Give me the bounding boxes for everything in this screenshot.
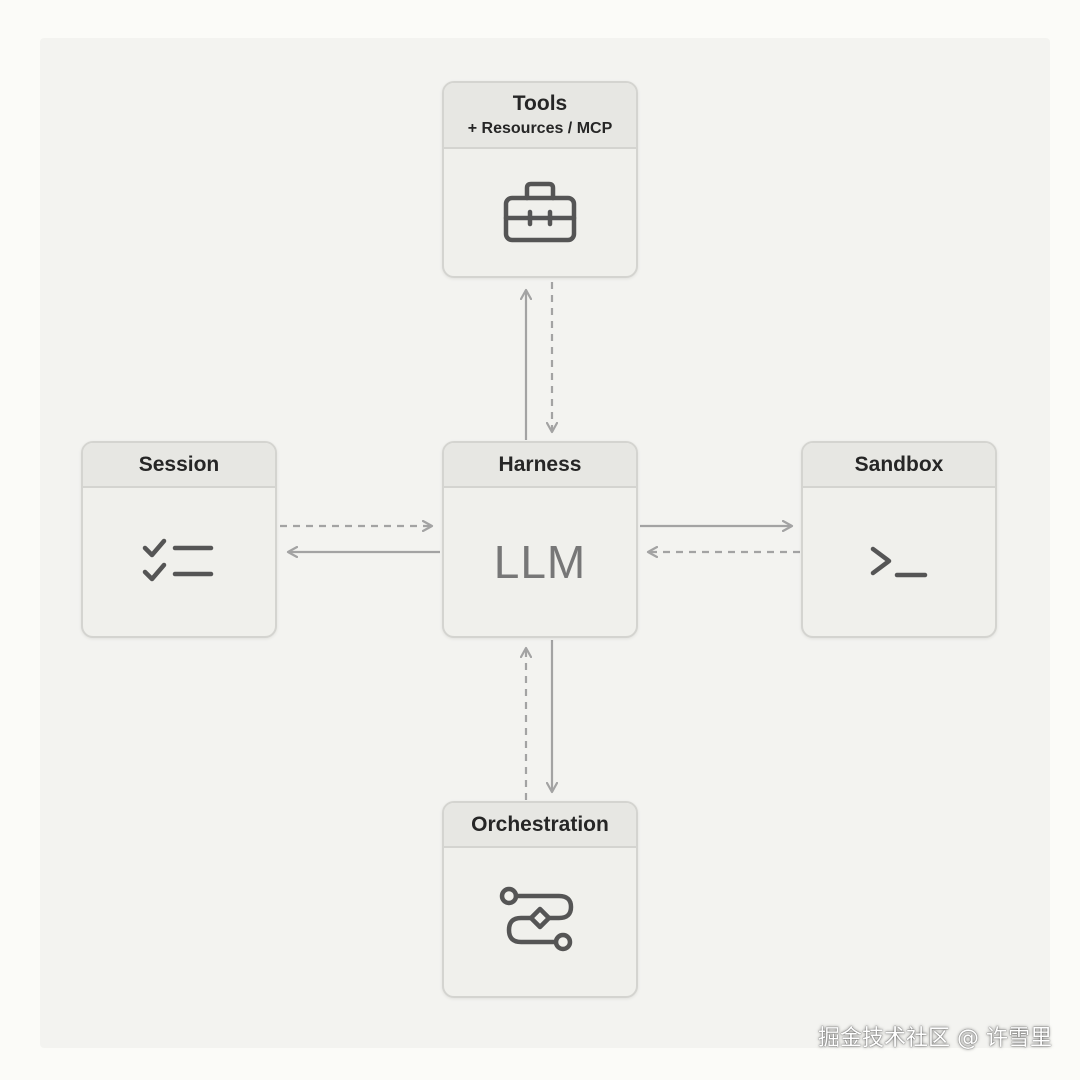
terminal-prompt-icon: [870, 546, 928, 578]
tools-title: Tools: [512, 92, 568, 116]
session-node-body: [83, 488, 275, 636]
orchestration-title: Orchestration: [471, 812, 609, 836]
session-node-header: Session: [83, 443, 275, 488]
toolbox-icon: [503, 181, 577, 242]
orchestration-node-header: Orchestration: [444, 803, 636, 848]
tools-subtitle: + Resources / MCP: [467, 119, 613, 137]
tools-node: Tools + Resources / MCP: [442, 81, 638, 278]
sandbox-title: Sandbox: [854, 452, 944, 476]
checklist-icon: [142, 538, 214, 582]
harness-node-body: LLM: [444, 488, 636, 636]
llm-label: LLM: [493, 536, 587, 588]
tools-node-header: Tools + Resources / MCP: [444, 83, 636, 149]
workflow-icon: [499, 886, 574, 952]
tools-node-body: [444, 149, 636, 276]
harness-node-header: Harness: [444, 443, 636, 488]
sandbox-node-header: Sandbox: [803, 443, 995, 488]
session-title: Session: [138, 452, 220, 476]
watermark: 掘金技术社区 @ 许雪里: [818, 1026, 1052, 1051]
orchestration-node-body: [444, 848, 636, 996]
session-node: Session: [81, 441, 277, 638]
harness-title: Harness: [498, 452, 582, 476]
harness-node: Harness LLM: [442, 441, 638, 638]
sandbox-node: Sandbox: [801, 441, 997, 638]
orchestration-node: Orchestration: [442, 801, 638, 998]
sandbox-node-body: [803, 488, 995, 636]
